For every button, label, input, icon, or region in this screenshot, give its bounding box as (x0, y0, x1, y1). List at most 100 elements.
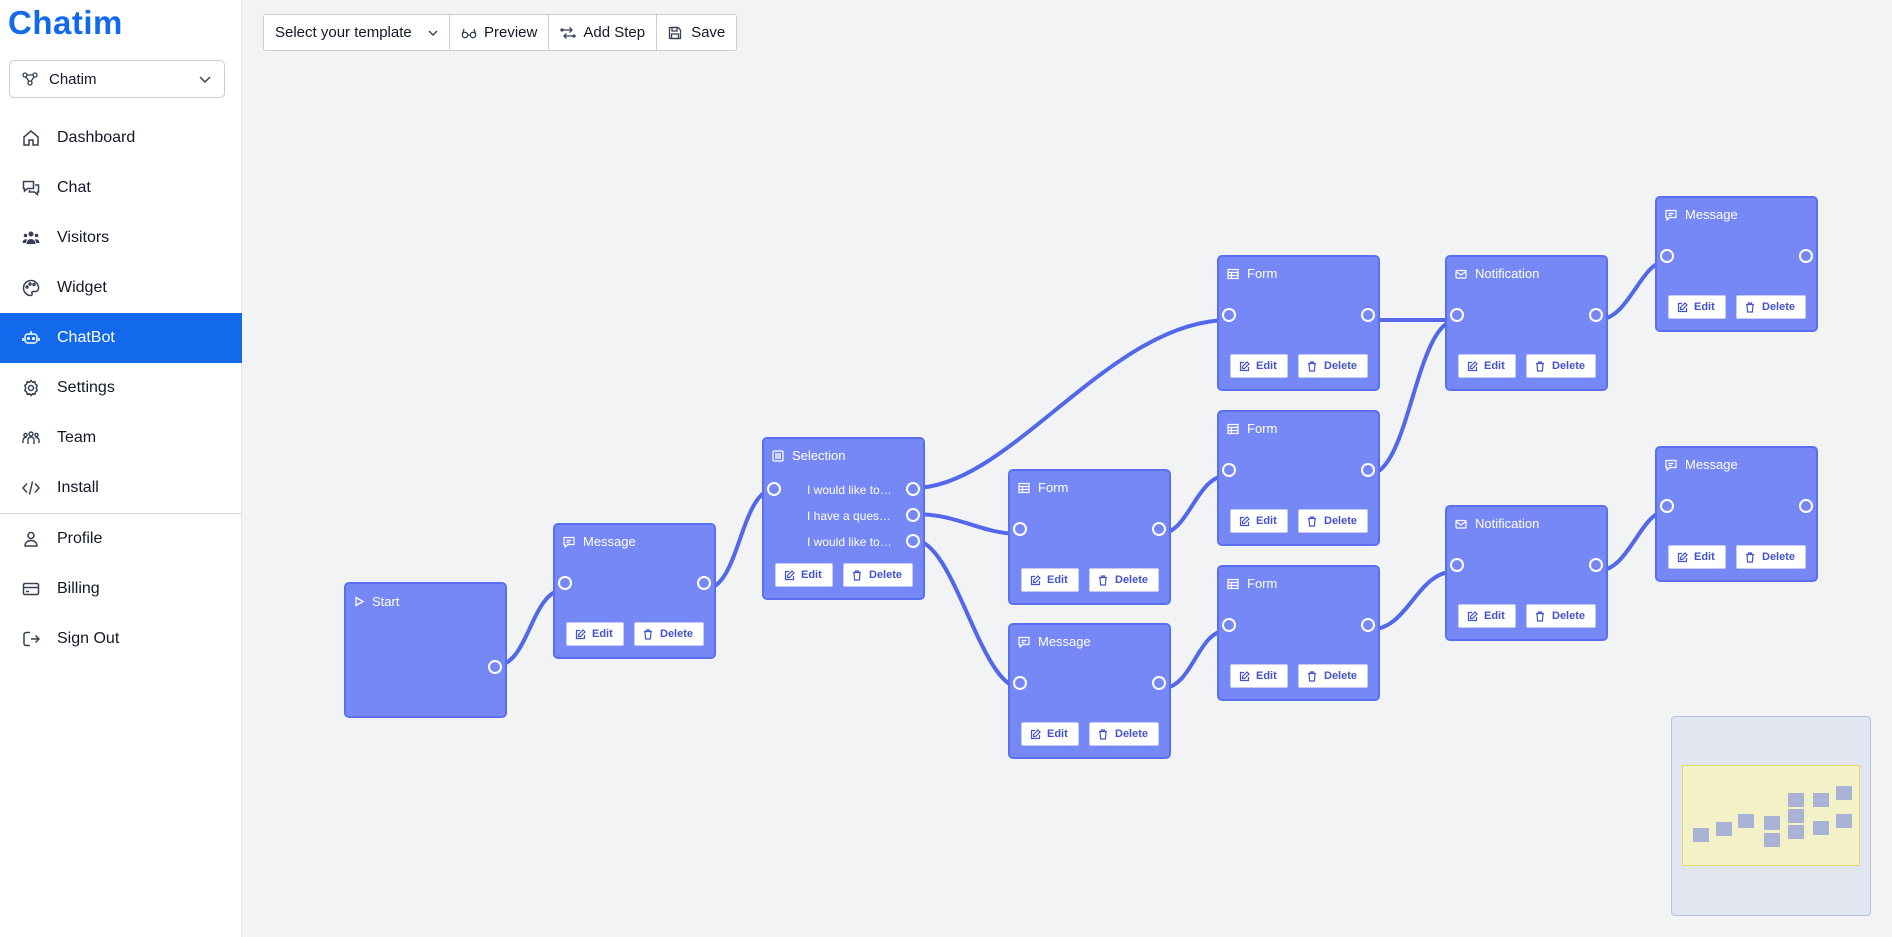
delete-button-label: Delete (869, 569, 903, 581)
node-input-port[interactable] (1450, 558, 1464, 572)
edit-button[interactable]: Edit (1230, 664, 1288, 688)
edit-button[interactable]: Edit (1668, 545, 1726, 569)
node-title: Selection (772, 448, 845, 463)
app-logo[interactable]: Chatim (8, 4, 123, 41)
edit-button[interactable]: Edit (775, 563, 833, 587)
node-input-port[interactable] (1013, 676, 1027, 690)
flow-node-start[interactable]: Start (344, 582, 507, 718)
flow-node-message[interactable]: Message Edit Delete (553, 523, 716, 659)
node-input-port[interactable] (767, 482, 781, 496)
edit-button-label: Edit (1694, 301, 1715, 313)
node-output-port[interactable] (1361, 463, 1375, 477)
trash-icon (852, 569, 863, 581)
flow-node-notification[interactable]: Notification Edit Delete (1445, 255, 1608, 391)
node-input-port[interactable] (558, 576, 572, 590)
edit-button[interactable]: Edit (1458, 604, 1516, 628)
flow-node-message[interactable]: Message Edit Delete (1655, 196, 1818, 332)
sidebar-item-billing[interactable]: Billing (0, 564, 242, 614)
node-output-port[interactable] (1361, 618, 1375, 632)
selection-option-port[interactable] (906, 508, 920, 522)
sidebar-item-chat[interactable]: Chat (0, 163, 242, 213)
node-input-port[interactable] (1222, 463, 1236, 477)
edit-button[interactable]: Edit (1230, 354, 1288, 378)
flow-node-notification[interactable]: Notification Edit Delete (1445, 505, 1608, 641)
flow-node-message[interactable]: Message Edit Delete (1655, 446, 1818, 582)
selection-option-port[interactable] (906, 534, 920, 548)
node-output-port[interactable] (697, 576, 711, 590)
node-output-port[interactable] (488, 660, 502, 674)
node-title: Start (354, 594, 399, 609)
delete-button[interactable]: Delete (1526, 604, 1596, 628)
edge-option3-message2 (912, 538, 1023, 690)
edit-button[interactable]: Edit (1458, 354, 1516, 378)
node-input-port[interactable] (1660, 249, 1674, 263)
sidebar-item-dashboard[interactable]: Dashboard (0, 113, 242, 163)
sidebar-item-visitors[interactable]: Visitors (0, 213, 242, 263)
node-title: Message (1665, 457, 1738, 472)
home-icon (21, 128, 41, 148)
edit-button-label: Edit (801, 569, 822, 581)
delete-button[interactable]: Delete (1089, 568, 1159, 592)
edit-button-label: Edit (1047, 574, 1068, 586)
edit-icon (1467, 360, 1478, 372)
node-input-port[interactable] (1013, 522, 1027, 536)
add-step-button[interactable]: Add Step (549, 15, 658, 50)
flow-node-form[interactable]: Form Edit Delete (1217, 565, 1380, 701)
preview-button[interactable]: Preview (450, 15, 550, 50)
edit-icon (1467, 610, 1478, 622)
sidebar-item-team[interactable]: Team (0, 413, 242, 463)
delete-button[interactable]: Delete (1526, 354, 1596, 378)
list-icon (772, 449, 785, 462)
node-output-port[interactable] (1589, 558, 1603, 572)
node-input-port[interactable] (1450, 308, 1464, 322)
flow-node-message[interactable]: Message Edit Delete (1008, 623, 1171, 759)
node-input-port[interactable] (1222, 618, 1236, 632)
node-output-port[interactable] (1152, 676, 1166, 690)
delete-button[interactable]: Delete (1298, 664, 1368, 688)
sidebar-item-sign-out[interactable]: Sign Out (0, 614, 242, 664)
edit-button[interactable]: Edit (1021, 568, 1079, 592)
sign-out-icon (21, 629, 41, 649)
node-output-port[interactable] (1589, 308, 1603, 322)
flow-node-selection[interactable]: Selection I would like to… I have a ques… (762, 437, 925, 600)
delete-button[interactable]: Delete (634, 622, 704, 646)
flow-node-form[interactable]: Form Edit Delete (1217, 410, 1380, 546)
template-select[interactable]: Select your template (264, 15, 450, 50)
sidebar-item-profile[interactable]: Profile (0, 514, 242, 564)
edit-button[interactable]: Edit (1668, 295, 1726, 319)
delete-button[interactable]: Delete (1298, 354, 1368, 378)
flow-node-form[interactable]: Form Edit Delete (1008, 469, 1171, 605)
edit-button[interactable]: Edit (566, 622, 624, 646)
edit-button-label: Edit (592, 628, 613, 640)
node-output-port[interactable] (1152, 522, 1166, 536)
edit-button[interactable]: Edit (1230, 509, 1288, 533)
selection-option-port[interactable] (906, 482, 920, 496)
sidebar: Chatim Chatim Dashboard Chat Visitors Wi… (0, 0, 242, 937)
sidebar-item-settings[interactable]: Settings (0, 363, 242, 413)
delete-button[interactable]: Delete (1089, 722, 1159, 746)
sidebar-item-install[interactable]: Install (0, 463, 242, 513)
minimap-node (1813, 793, 1829, 807)
node-output-port[interactable] (1799, 249, 1813, 263)
edit-button[interactable]: Edit (1021, 722, 1079, 746)
node-input-port[interactable] (1660, 499, 1674, 513)
node-title: Form (1227, 421, 1277, 436)
users-icon (21, 228, 41, 248)
delete-button[interactable]: Delete (1736, 295, 1806, 319)
flow-minimap[interactable] (1671, 716, 1871, 916)
delete-button[interactable]: Delete (1298, 509, 1368, 533)
node-output-port[interactable] (1361, 308, 1375, 322)
organization-select[interactable]: Chatim (9, 60, 225, 98)
save-button[interactable]: Save (657, 15, 736, 50)
node-input-port[interactable] (1222, 308, 1236, 322)
edit-button-label: Edit (1484, 360, 1505, 372)
delete-button[interactable]: Delete (1736, 545, 1806, 569)
delete-button[interactable]: Delete (843, 563, 913, 587)
minimap-viewport[interactable] (1682, 765, 1860, 866)
flow-node-form[interactable]: Form Edit Delete (1217, 255, 1380, 391)
node-output-port[interactable] (1799, 499, 1813, 513)
node-title-label: Form (1247, 576, 1278, 591)
team-icon (21, 428, 41, 448)
sidebar-item-widget[interactable]: Widget (0, 263, 242, 313)
sidebar-item-chatbot[interactable]: ChatBot (0, 313, 242, 363)
